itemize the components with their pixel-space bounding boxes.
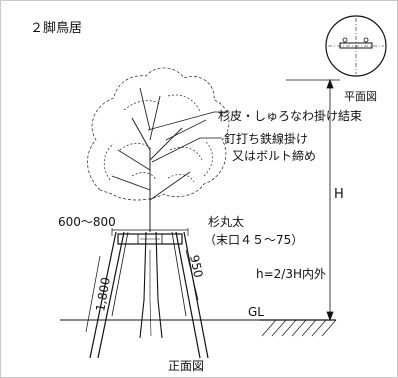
callout-binding: 杉皮・しゅろなわ掛け結束 [218, 108, 362, 123]
crossbar-size-label: （末口４５～75） [204, 233, 303, 247]
diagram-title: ２脚鳥居 [30, 20, 82, 36]
ground-hatch [261, 319, 337, 337]
front-view-label: 正面図 [168, 359, 204, 373]
height-label: H [334, 187, 344, 202]
crossbar-log [117, 233, 183, 245]
crossbar [117, 233, 183, 245]
leg-length-label: 1,800 [93, 276, 113, 312]
tree-canopy [87, 67, 230, 232]
spread-dimension-label: 600～800 [58, 215, 116, 229]
tree-trunk [139, 231, 163, 339]
leg-left-outer [89, 231, 117, 359]
plan-post-left [342, 37, 348, 43]
plan-view [325, 15, 387, 77]
plan-circle [325, 15, 387, 77]
height-dimension [286, 78, 340, 322]
leg-right-inner [175, 231, 201, 359]
support-legs [89, 231, 209, 359]
leg-left-inner [97, 231, 125, 359]
plan-crossbar [339, 42, 373, 49]
leg-length-dimension [85, 255, 101, 333]
inner-dimension [185, 249, 199, 301]
ground-line [60, 319, 337, 337]
inner-dimension-label: 950 [187, 254, 205, 279]
callout-bolt: 又はボルト締め [232, 148, 316, 163]
plan-view-label: 平面図 [344, 90, 377, 103]
leg-right-outer [183, 231, 209, 359]
spread-dimension [111, 228, 189, 236]
callout-leaders [147, 111, 230, 163]
crossbar-label: 杉丸太 [208, 214, 244, 229]
callout-nail-wire: 釘打ち鉄線掛け [224, 131, 308, 146]
brace-height-label: h=2/3H内外 [256, 267, 326, 281]
plan-post-right [363, 37, 369, 43]
ground-label: GL [248, 305, 264, 319]
